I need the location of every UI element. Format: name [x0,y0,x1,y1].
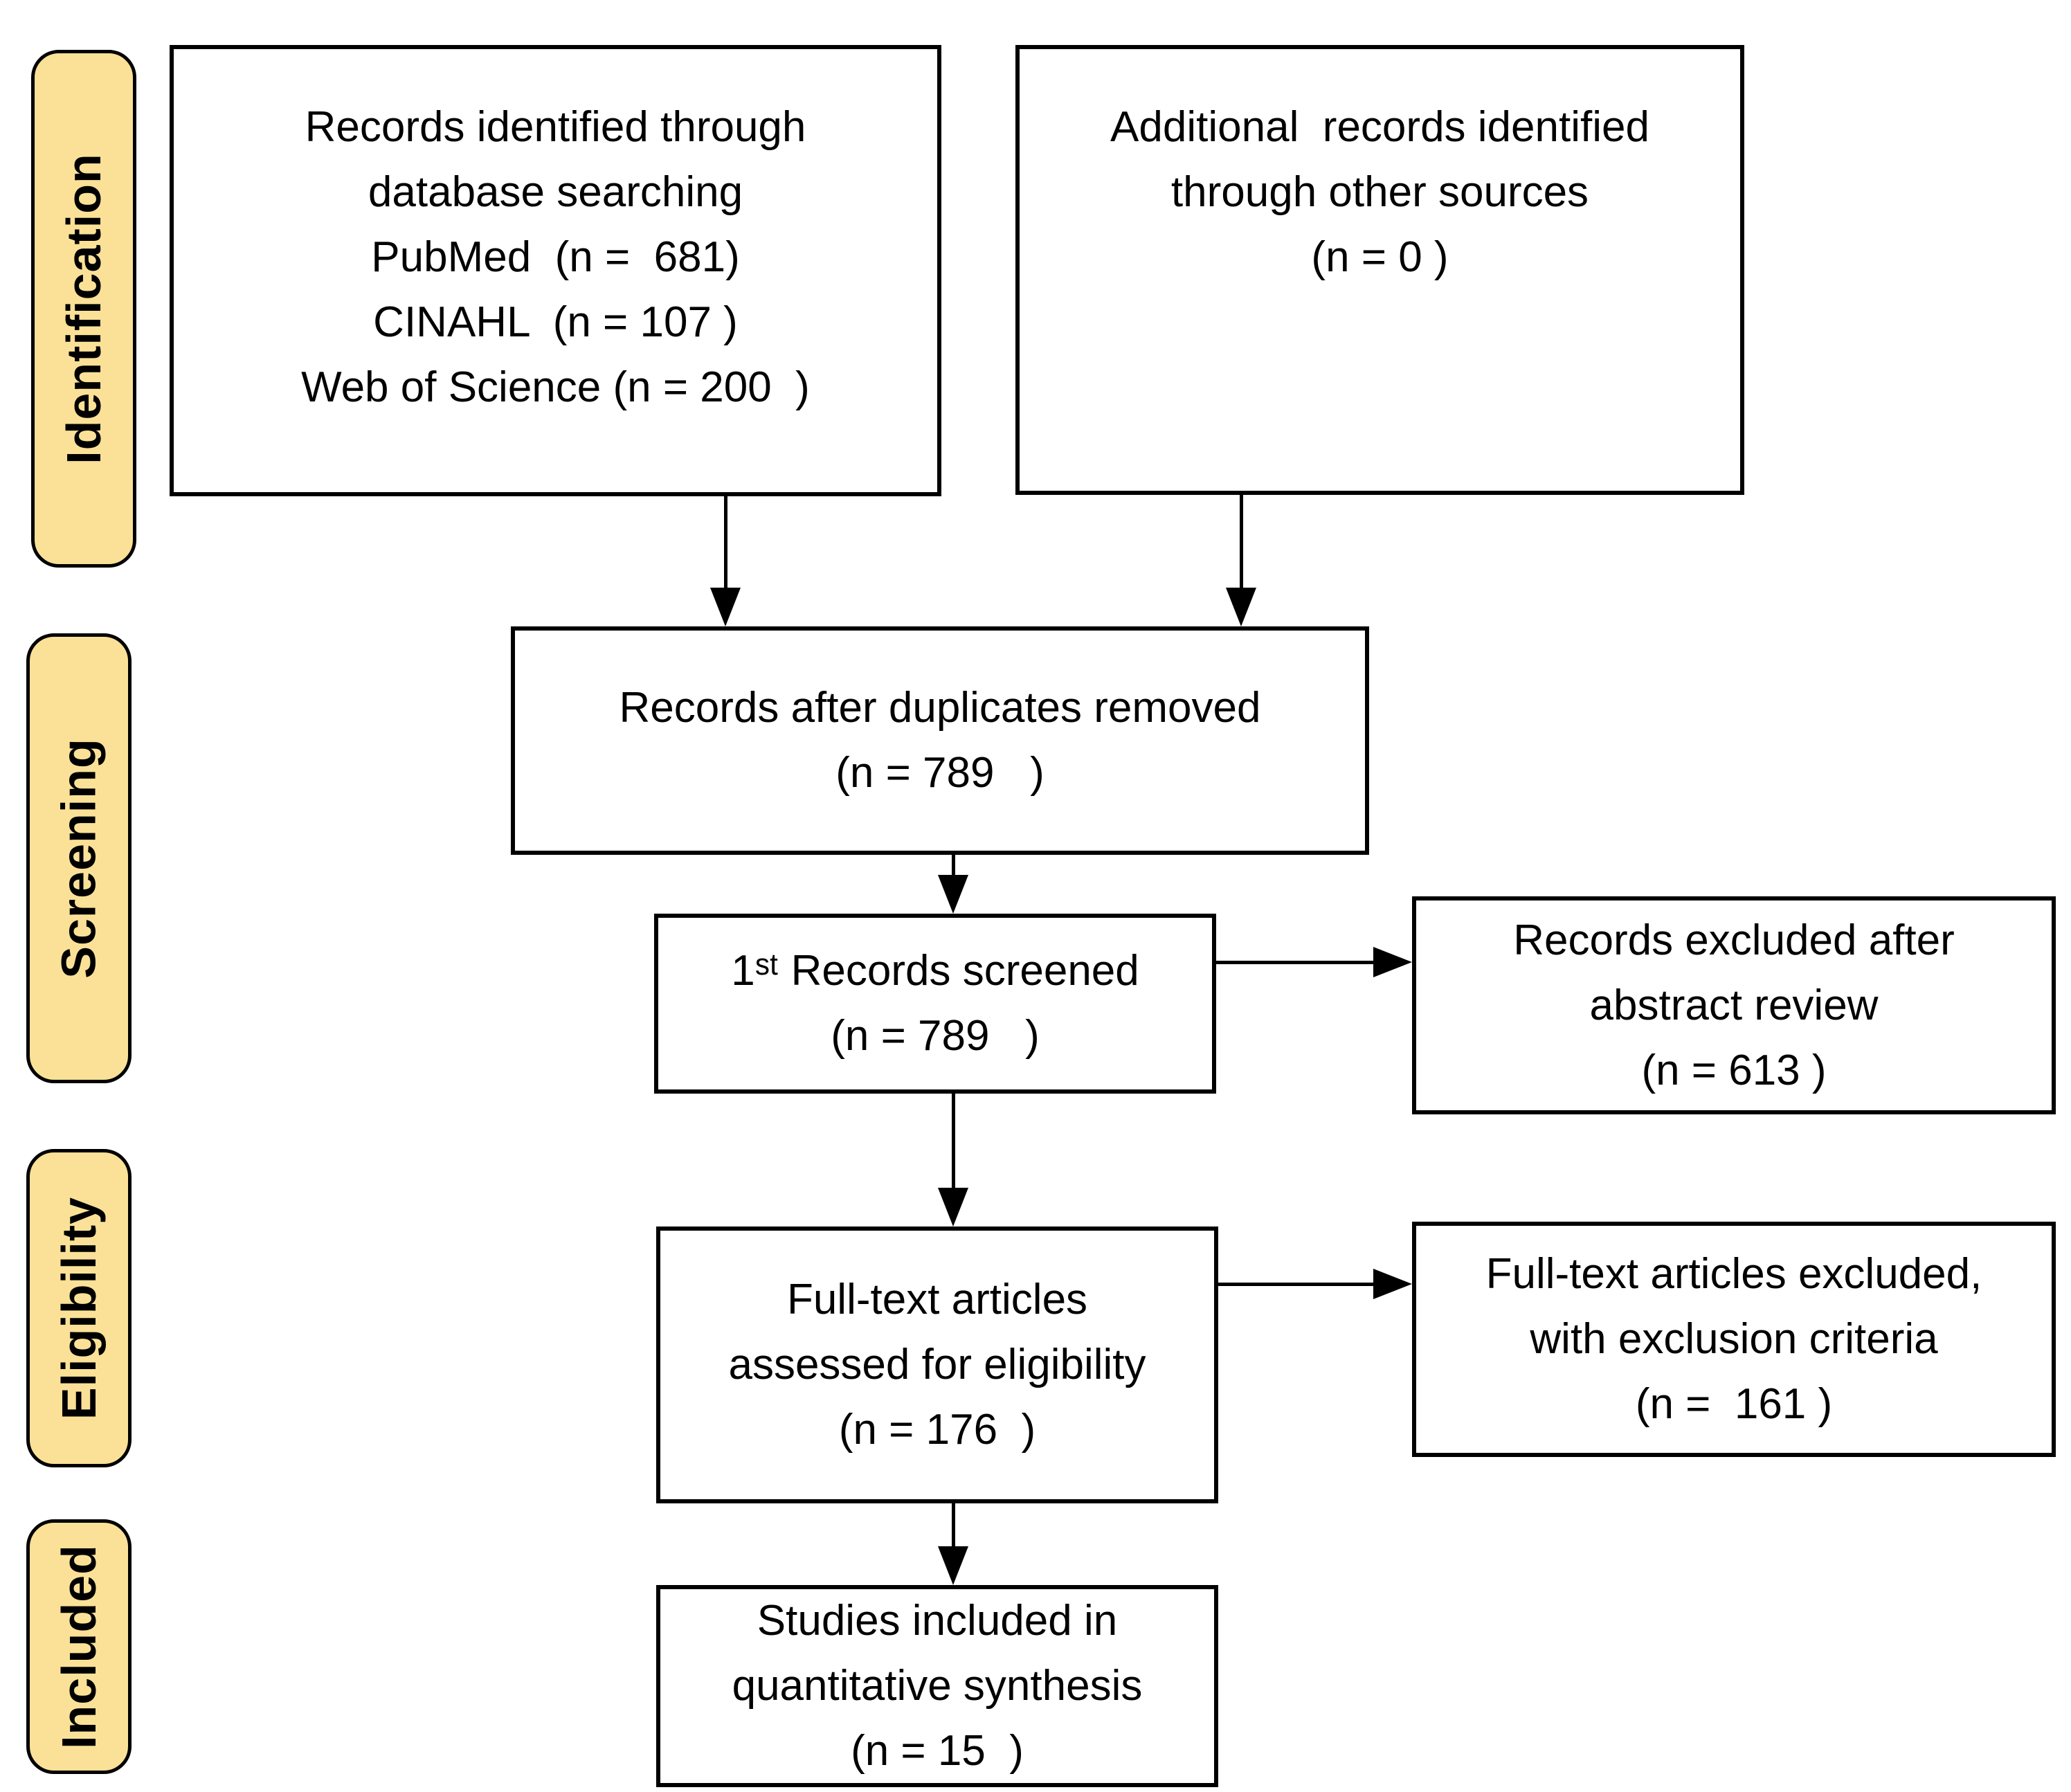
box-records-excluded-line: abstract review [1589,981,1879,1029]
box-additional-records: Additional records identified through ot… [1015,45,1744,495]
box-records-identified: Records identified through database sear… [170,45,941,496]
box-additional-records-line: (n = 0 ) [1311,233,1449,281]
box-records-screened: 1ˢᵗ Records screened (n = 789 ) [654,914,1216,1094]
box-records-identified-line: database searching [368,168,743,216]
arrow-shaft [952,1094,955,1188]
arrow-head-down-icon [1226,588,1256,626]
box-records-excluded-line: Records excluded after [1513,916,1955,964]
arrow-shaft [724,496,727,588]
box-records-identified-line: PubMed (n = 681) [371,233,740,281]
box-fulltext-excluded-line: Full-text articles excluded, [1485,1250,1982,1298]
stage-label-screening-text: Screening [52,738,107,979]
arrow-head-right-icon [1373,947,1412,977]
stage-label-identification-text: Identification [57,153,111,464]
box-after-duplicates-line: (n = 789 ) [835,749,1044,797]
box-fulltext-excluded: Full-text articles excluded, with exclus… [1412,1222,2056,1457]
box-records-screened-line: 1ˢᵗ Records screened [731,947,1139,995]
arrow-shaft [1218,1283,1373,1286]
stage-label-included-text: Included [52,1544,107,1749]
box-fulltext-excluded-line: (n = 161 ) [1635,1380,1833,1428]
box-studies-included: Studies included in quantitative synthes… [656,1585,1218,1787]
box-after-duplicates: Records after duplicates removed (n = 78… [511,626,1369,855]
box-after-duplicates-line: Records after duplicates removed [619,684,1261,732]
box-records-identified-line: CINAHL (n = 107 ) [373,298,738,346]
box-fulltext-assessed: Full-text articles assessed for eligibil… [656,1227,1218,1503]
box-records-screened-line: (n = 789 ) [831,1012,1040,1060]
stage-label-eligibility-text: Eligibility [52,1196,107,1420]
stage-label-eligibility: Eligibility [26,1149,132,1467]
arrow-head-down-icon [710,588,741,626]
box-records-identified-line: Web of Science (n = 200 ) [301,363,810,411]
arrow-shaft [952,1503,955,1546]
box-fulltext-assessed-line: (n = 176 ) [838,1406,1036,1454]
box-fulltext-assessed-line: assessed for eligibility [728,1341,1146,1388]
stage-label-included: Included [26,1519,132,1774]
box-fulltext-excluded-line: with exclusion criteria [1530,1315,1938,1363]
box-records-identified-line: Records identified through [305,103,806,151]
box-studies-included-line: Studies included in [757,1597,1118,1645]
box-records-excluded: Records excluded after abstract review (… [1412,896,2056,1114]
arrow-shaft [1240,495,1243,588]
arrow-shaft [952,855,955,875]
box-fulltext-assessed-line: Full-text articles [786,1276,1088,1323]
arrow-head-down-icon [938,875,968,914]
stage-label-identification: Identification [31,50,136,568]
arrow-shaft [1216,961,1373,964]
stage-label-screening: Screening [26,633,132,1083]
box-records-excluded-line: (n = 613 ) [1641,1046,1827,1094]
arrow-head-right-icon [1373,1269,1412,1299]
arrow-head-down-icon [938,1546,968,1585]
arrow-head-down-icon [938,1188,968,1227]
box-additional-records-line: Additional records identified [1110,103,1649,151]
box-studies-included-line: (n = 15 ) [851,1727,1024,1775]
box-additional-records-line: through other sources [1170,168,1589,216]
box-studies-included-line: quantitative synthesis [732,1662,1143,1710]
